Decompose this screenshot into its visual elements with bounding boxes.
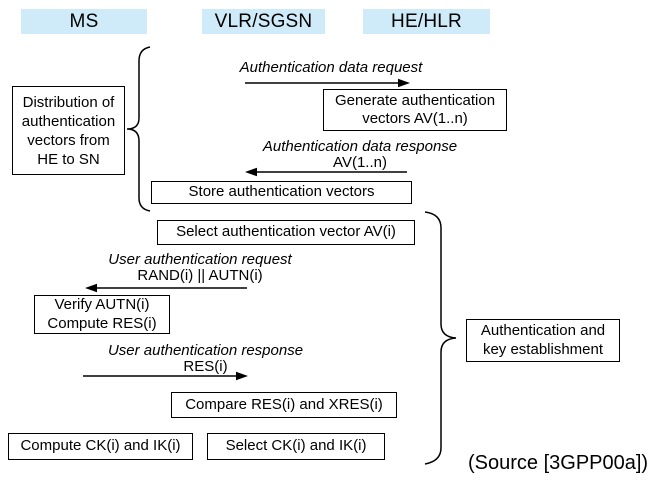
actor-he-hlr: HE/HLR <box>363 9 490 34</box>
message-label: Authentication data request <box>239 59 423 76</box>
message-auth-data-request: Authentication data request <box>231 60 431 76</box>
arrow-user-auth-request <box>85 283 247 293</box>
box-distribution-phase: Distribution of authentication vectors f… <box>12 86 125 175</box>
right-brace <box>424 211 457 465</box>
message-auth-data-response: Authentication data response AV(1..n) <box>260 139 460 171</box>
box-compute-ck-ik: Compute CK(i) and IK(i) <box>8 433 193 460</box>
box-generate-vectors: Generate authentication vectors AV(1..n) <box>323 89 507 131</box>
actor-vlr-sgsn: VLR/SGSN <box>202 9 325 34</box>
box-auth-key-establishment-phase: Authentication and key establishment <box>466 319 620 362</box>
box-compare-res: Compare RES(i) and XRES(i) <box>171 392 397 418</box>
source-citation: (Source [3GPP00a]) <box>468 452 649 474</box>
actor-ms: MS <box>21 9 147 34</box>
arrow-user-auth-response <box>83 371 248 381</box>
arrowhead-left-icon <box>85 283 97 293</box>
message-params: RES(i) <box>183 358 228 375</box>
arrowhead-left-icon <box>245 167 257 177</box>
message-user-auth-request: User authentication request RAND(i) || A… <box>100 252 300 284</box>
box-store-vectors: Store authentication vectors <box>151 181 412 204</box>
arrow-auth-data-response <box>245 167 407 177</box>
box-select-ck-ik: Select CK(i) and IK(i) <box>207 433 385 460</box>
box-verify-compute: Verify AUTN(i) Compute RES(i) <box>34 295 170 334</box>
message-label: Authentication data response <box>262 138 458 155</box>
left-brace <box>126 46 151 212</box>
arrow-auth-data-request <box>245 78 410 88</box>
message-label: User authentication request <box>108 251 292 268</box>
message-label: User authentication response <box>107 342 304 359</box>
message-params: RAND(i) || AUTN(i) <box>137 267 263 284</box>
box-select-vector: Select authentication vector AV(i) <box>157 220 415 245</box>
message-user-auth-response: User authentication response RES(i) <box>103 343 308 375</box>
arrowhead-right-icon <box>398 78 410 88</box>
arrowhead-right-icon <box>236 371 248 381</box>
message-params: AV(1..n) <box>333 154 387 171</box>
